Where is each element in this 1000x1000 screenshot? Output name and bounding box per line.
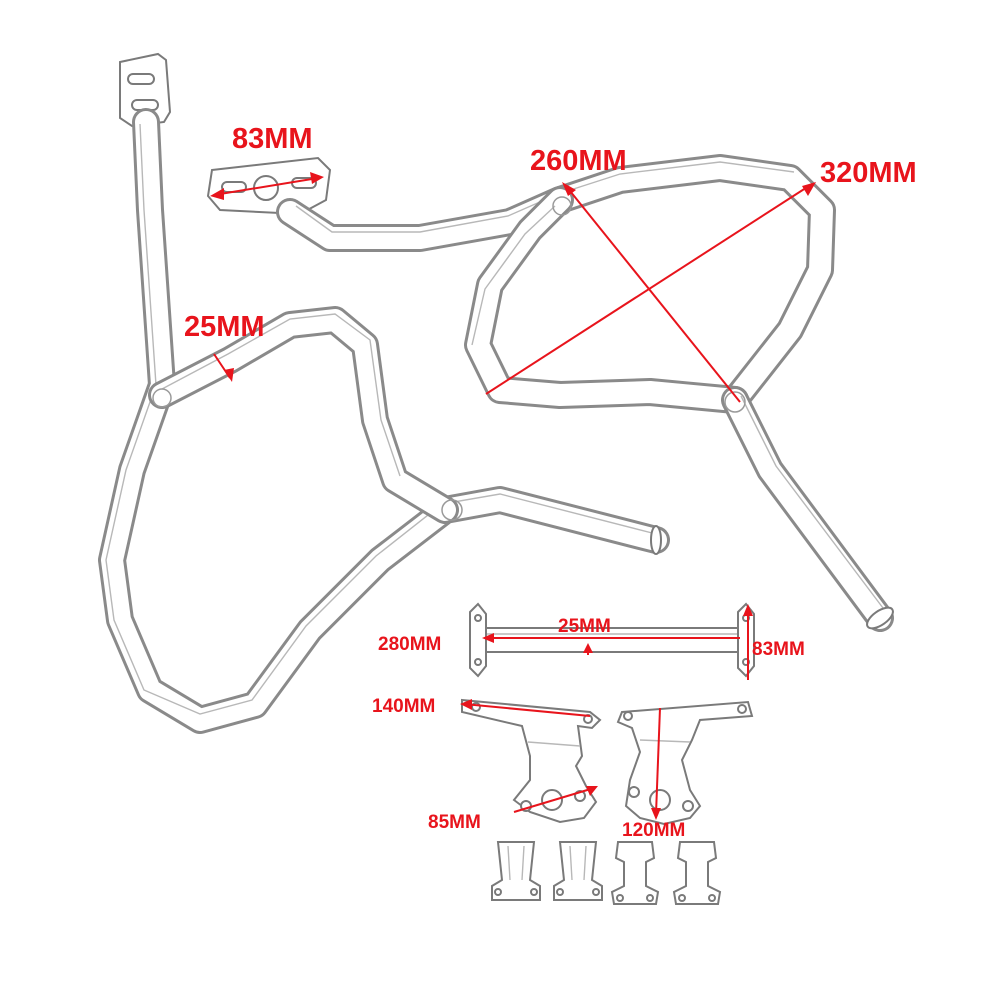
left-crash-bar <box>98 52 670 734</box>
cross-brace-right-flange <box>737 602 755 678</box>
dimension-labels: 83MM 25MM 260MM 320MM 280MM 25MM 83MM 14… <box>184 123 917 841</box>
right-bar-tube-end <box>866 606 894 630</box>
left-long-bracket <box>461 698 602 824</box>
right-weld-point <box>724 391 746 413</box>
left-bar-tube-end <box>650 525 662 555</box>
u-clip <box>553 841 603 901</box>
left-top-mount-slot <box>127 73 155 85</box>
right-weld-point <box>552 196 572 216</box>
label-frame-width: 260MM <box>530 145 627 177</box>
u-clip <box>491 841 541 901</box>
right-crash-bar <box>206 154 894 632</box>
label-frame-diagonal: 320MM <box>820 157 917 189</box>
label-brace-height: 83MM <box>752 639 805 660</box>
h-clip <box>610 841 660 905</box>
label-bracket-width: 85MM <box>428 812 481 833</box>
left-weld-point <box>441 499 463 521</box>
dimension-lines <box>210 172 816 820</box>
left-long-bracket-plate <box>461 698 602 824</box>
label-tube-diameter: 25MM <box>184 311 265 343</box>
label-brace-tube-diameter: 25MM <box>558 616 611 637</box>
left-weld-point <box>152 388 172 408</box>
label-plate-width: 83MM <box>232 123 313 155</box>
label-bracket-length: 140MM <box>372 696 435 717</box>
right-long-bracket <box>616 700 754 826</box>
h-clip <box>672 841 722 905</box>
cross-brace <box>469 602 755 678</box>
cross-brace-tube <box>477 627 747 653</box>
label-bracket-height: 120MM <box>622 820 685 841</box>
mounting-clip-set <box>491 841 722 905</box>
cross-brace-left-flange <box>469 602 487 678</box>
label-brace-length: 280MM <box>378 634 441 655</box>
